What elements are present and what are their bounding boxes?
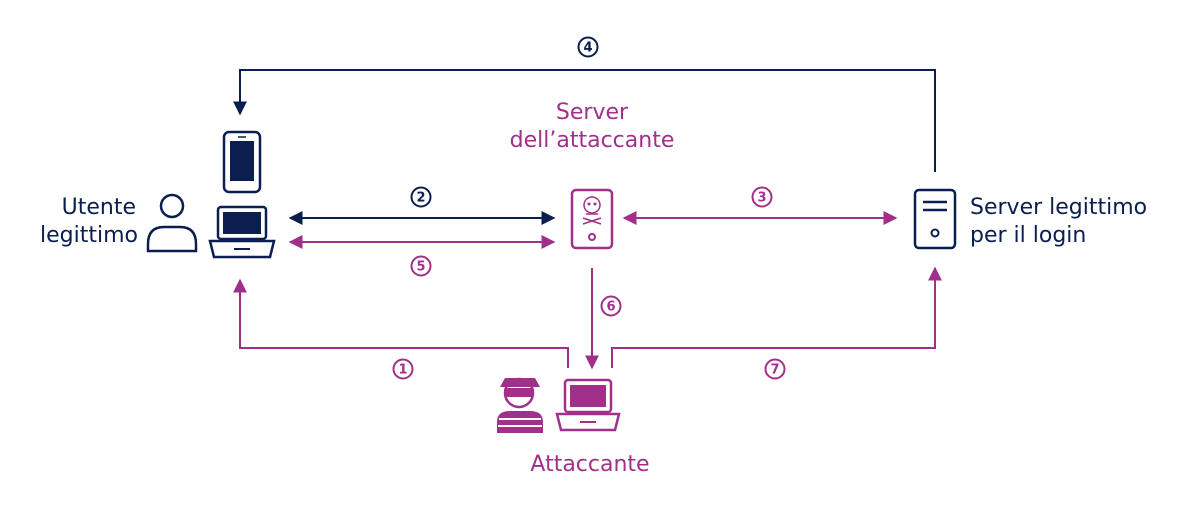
step-1-label: 1 [398,363,407,378]
smartphone-icon [222,130,262,194]
step-3-label: 3 [757,191,766,206]
user-label-line-1: Utente [61,195,136,220]
attacker-label: Attaccante [530,452,650,477]
legit-server-label: Server legittimo per il login [970,194,1147,250]
legit-server-label-line-1: Server legittimo [970,195,1148,220]
legit-server-label-line-2: per il login [970,223,1087,248]
step-7-marker: 7 [764,358,786,380]
attacker-laptop-icon [555,378,621,432]
step-5-marker: 5 [410,255,432,277]
user-laptop-icon [208,205,276,259]
attacker-icon [497,377,543,433]
user-label: Utente legittimo [40,194,138,250]
step-3-marker: 3 [751,186,773,208]
step-4-label: 4 [583,41,592,56]
step-1-marker: 1 [392,358,414,380]
step-4-marker: 4 [577,36,599,58]
arrow-step-4 [233,69,936,172]
step-6-marker: 6 [600,295,622,317]
step-6-label: 6 [606,300,615,315]
phishing-server-icon [570,188,614,250]
arrow-step-1 [233,278,569,368]
login-server-icon [913,188,957,250]
step-5-label: 5 [416,260,425,275]
step-7-label: 7 [770,363,779,378]
attacker-server-label: Server dell’attaccante [472,99,712,155]
step-2-label: 2 [416,191,425,206]
user-label-line-2: legittimo [40,223,138,248]
attacker-server-label-line-1: Server [555,100,629,125]
step-2-marker: 2 [410,186,432,208]
attacker-server-label-line-2: dell’attaccante [509,128,675,153]
person-icon [146,193,198,253]
arrow-step-7 [611,266,942,368]
